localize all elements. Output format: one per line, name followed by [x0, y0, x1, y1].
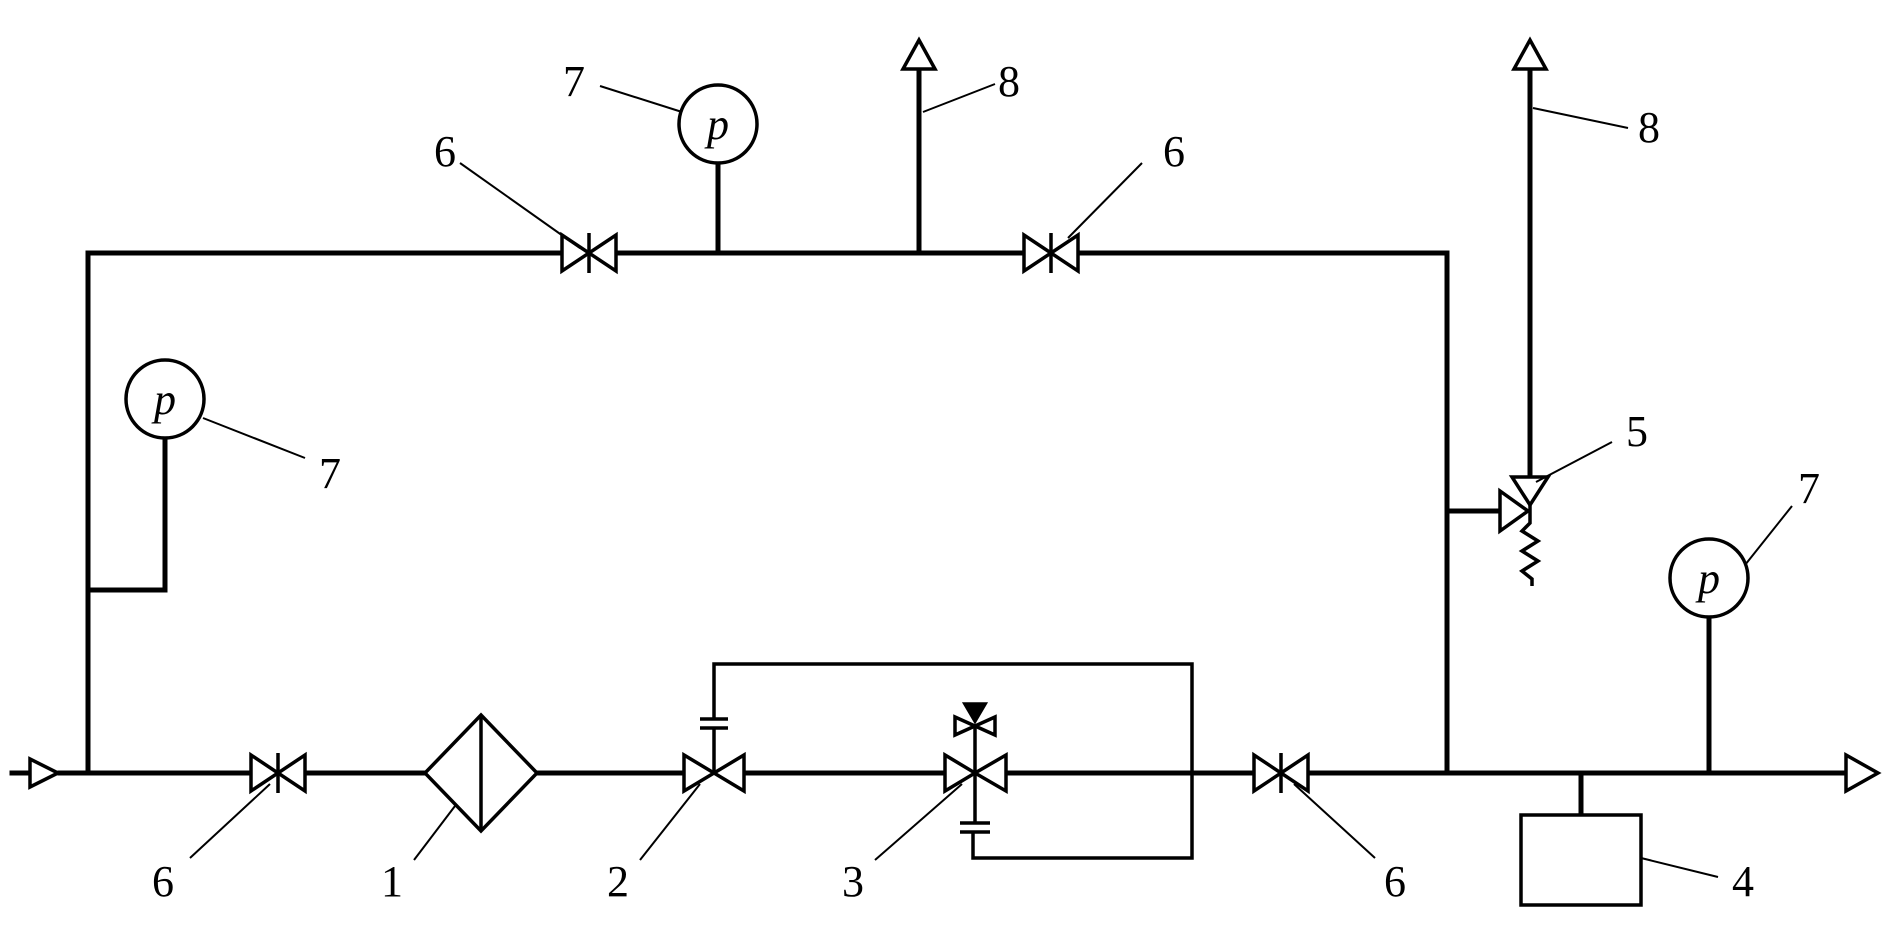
- label-6-top-right: 6: [1163, 127, 1185, 176]
- shutoff-valve-top-right: [1022, 231, 1080, 275]
- label-2: 2: [607, 857, 629, 906]
- gauge-symbol: p: [151, 375, 176, 424]
- valve-2: [682, 717, 746, 795]
- label-7-left: 7: [319, 449, 341, 498]
- label-3: 3: [842, 857, 864, 906]
- pipe-network: [9, 66, 1849, 818]
- leader-lines: [189, 83, 1793, 878]
- gauge-symbol: p: [1695, 554, 1720, 603]
- valve-3: [943, 702, 1008, 834]
- relief-valve: [1498, 475, 1552, 586]
- shutoff-valve-bottom-right: [1252, 751, 1310, 795]
- filter: [422, 712, 540, 834]
- label-5: 5: [1626, 407, 1648, 456]
- gauge-symbol: p: [704, 100, 729, 149]
- shutoff-valve-bottom-left: [249, 751, 307, 795]
- inlet-arrow-icon: [28, 756, 62, 790]
- shutoff-valve-top-left: [560, 231, 618, 275]
- label-6-bottom-right: 6: [1384, 857, 1406, 906]
- box-4: [1519, 813, 1643, 907]
- label-6-top-left: 6: [434, 127, 456, 176]
- label-7-top: 7: [563, 57, 585, 106]
- pressure-gauge-top: p: [677, 83, 759, 165]
- label-8-top: 8: [998, 57, 1020, 106]
- pressure-gauge-left: p: [124, 358, 206, 440]
- impulse-line: [712, 662, 1194, 860]
- top-vent-arrow-icon: [900, 36, 938, 71]
- bypass-right-riser: [1077, 250, 1450, 776]
- right-vent-arrow-icon: [1511, 36, 1549, 71]
- label-1: 1: [381, 857, 403, 906]
- left-gauge-branch: [85, 435, 168, 593]
- label-7-outlet: 7: [1798, 464, 1820, 513]
- label-6-bottom-left: 6: [152, 857, 174, 906]
- reference-labels: 7 6 8 6 8 7 5 7 6 1 2 3 6 4: [152, 57, 1820, 906]
- label-4: 4: [1732, 857, 1754, 906]
- outlet-arrow-icon: [1844, 752, 1882, 794]
- label-8-right: 8: [1638, 103, 1660, 152]
- bypass-left-riser: [85, 250, 565, 776]
- pressure-gauge-outlet: p: [1668, 537, 1750, 619]
